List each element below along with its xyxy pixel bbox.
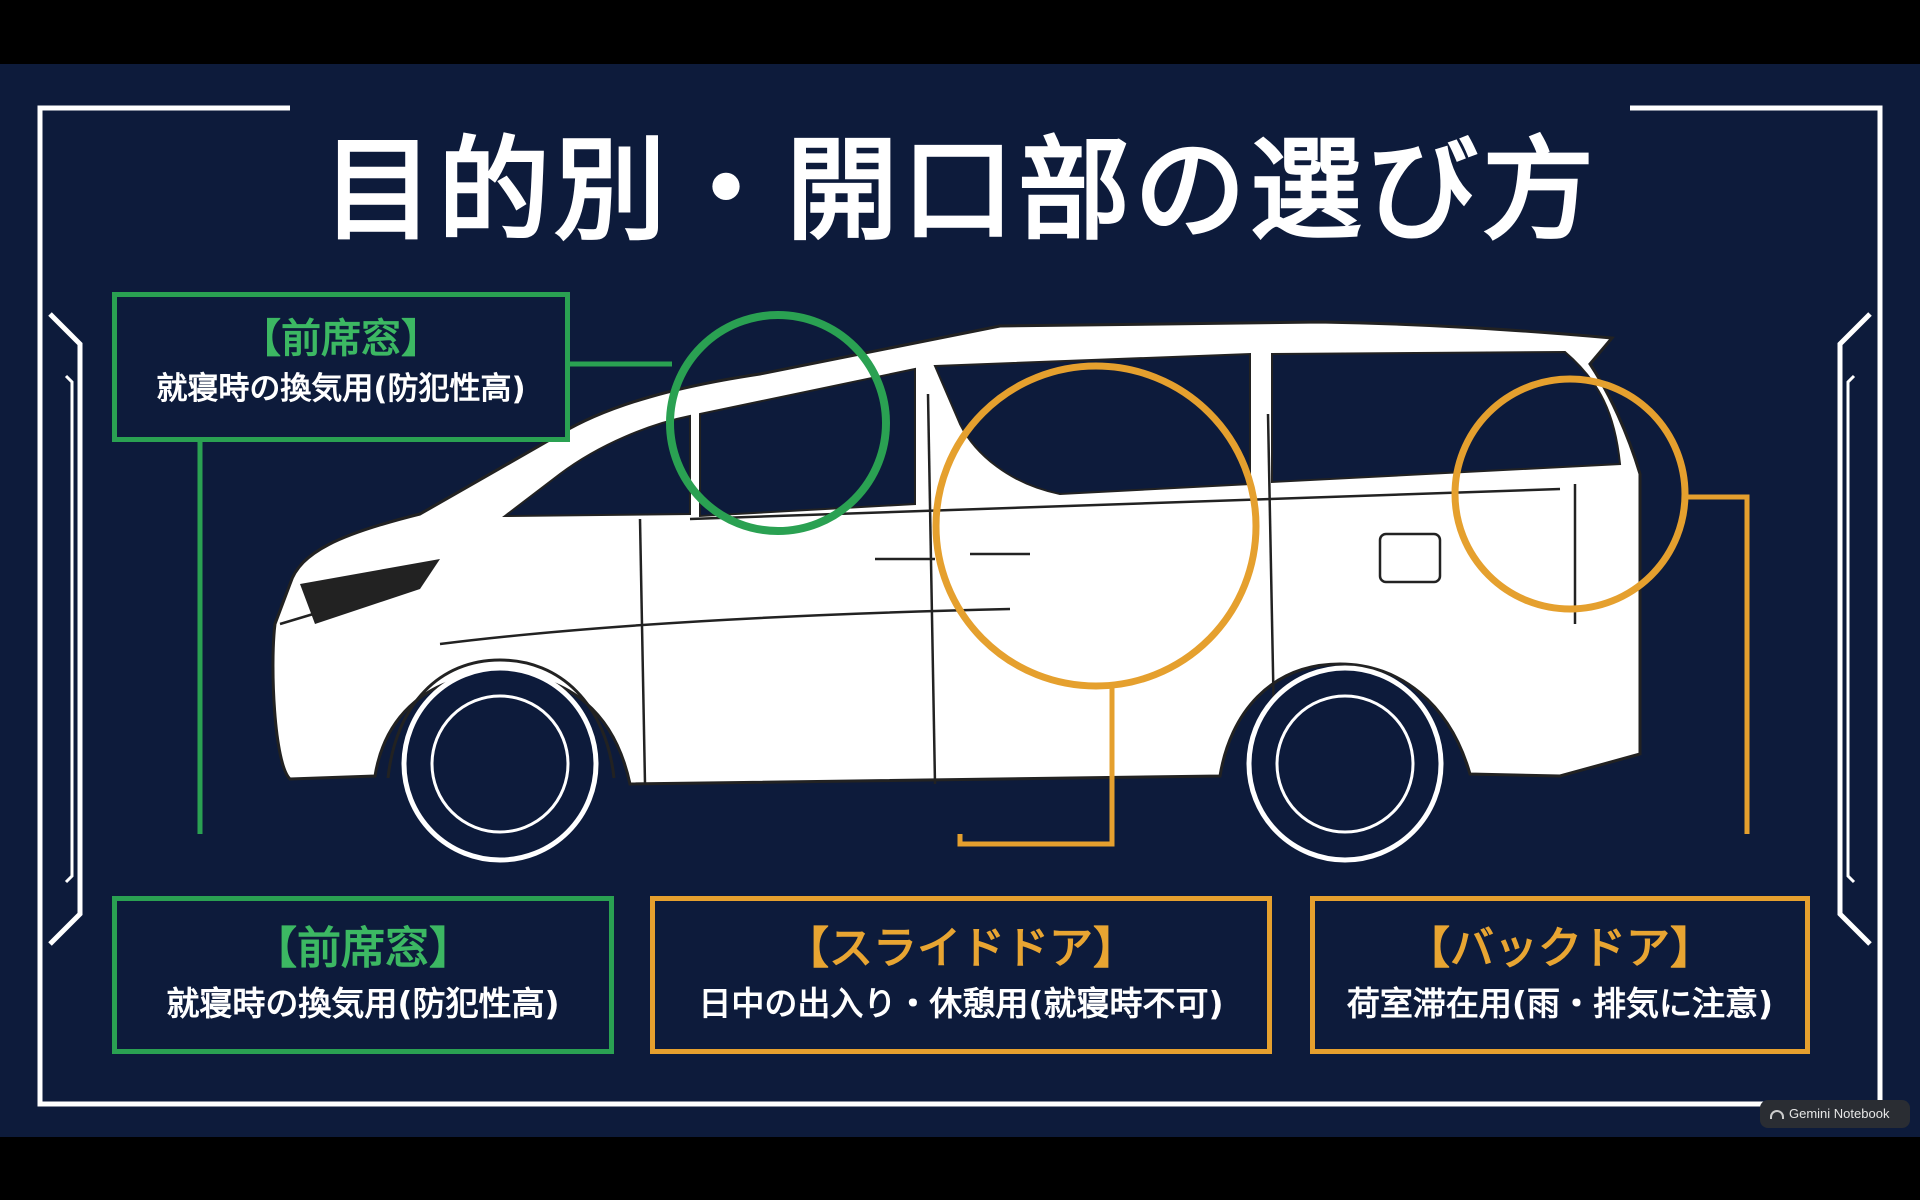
connector-lines xyxy=(197,361,1750,847)
callout-heading: 【前席窓】 xyxy=(253,923,473,974)
van-wheels xyxy=(401,665,1444,863)
callout-back-door: 【バックドア】 荷室滞在用(雨・排気に注意) xyxy=(1310,896,1810,1054)
left-bracket xyxy=(48,312,83,946)
rear-wheel-rim xyxy=(1275,694,1415,834)
callout-slide-door: 【スライドドア】 日中の出入り・休憩用(就寝時不可) xyxy=(650,896,1272,1054)
callout-heading: 【バックドア】 xyxy=(1406,923,1714,974)
van-headlight xyxy=(300,559,440,624)
connector-back-door xyxy=(1685,494,1750,834)
van-windows xyxy=(502,350,1622,518)
notebook-logo-icon xyxy=(1770,1109,1784,1119)
van-wheel-arch-front xyxy=(386,658,616,779)
slide-door-highlight xyxy=(932,362,1260,690)
callout-front-window-bottom: 【前席窓】 就寝時の換気用(防犯性高) xyxy=(112,896,614,1054)
callout-front-window-top: 【前席窓】 就寝時の換気用(防犯性高) xyxy=(112,292,570,442)
windshield xyxy=(502,414,691,518)
right-bracket xyxy=(1837,312,1872,946)
back-door-highlight xyxy=(1451,375,1689,613)
rear-window xyxy=(1271,350,1622,484)
callout-heading: 【スライドドア】 xyxy=(785,923,1137,974)
left-bracket-inner xyxy=(64,374,74,884)
watermark-text: Gemini Notebook xyxy=(1789,1106,1890,1121)
callout-description: 就寝時の換気用(防犯性高) xyxy=(166,983,560,1023)
outer-frame-left xyxy=(37,105,1883,1107)
callout-description: 日中の出入り・休憩用(就寝時不可) xyxy=(698,983,1224,1023)
callout-description: 就寝時の換気用(防犯性高) xyxy=(156,371,526,407)
page-title: 目的別・開口部の選び方 xyxy=(322,126,1598,256)
slide-canvas: 目的別・開口部の選び方 【前席窓】 就寝時の換気用(防犯性高) 【前席窓】 就寝… xyxy=(0,64,1920,1137)
watermark-badge: Gemini Notebook xyxy=(1760,1100,1910,1128)
diagram-frame xyxy=(37,105,1883,1107)
callout-description: 荷室滞在用(雨・排気に注意) xyxy=(1346,983,1774,1023)
front-window-highlight xyxy=(666,311,890,535)
connector-slide-door xyxy=(957,686,1115,847)
front-side-window xyxy=(699,367,916,518)
front-wheel-rim xyxy=(430,694,570,834)
right-bracket-inner xyxy=(1846,374,1856,884)
callout-heading: 【前席窓】 xyxy=(241,316,441,362)
